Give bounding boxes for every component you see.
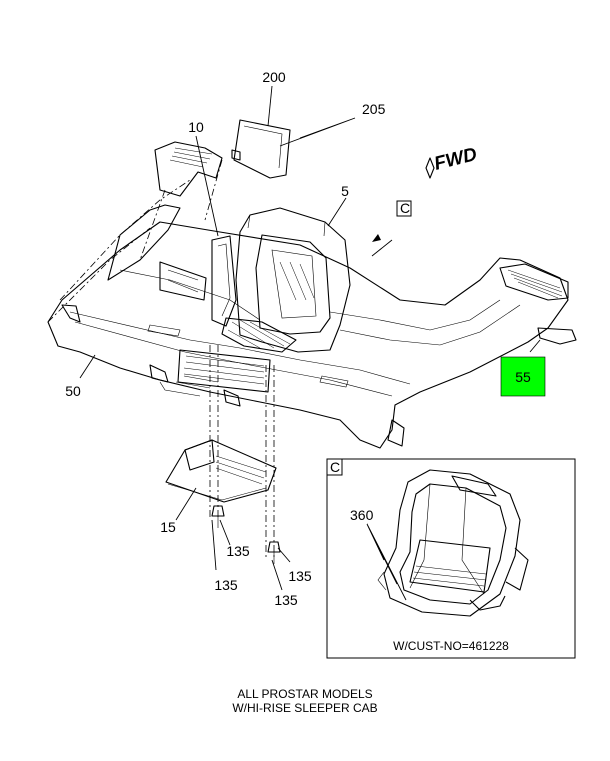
right-step-bracket <box>499 263 577 345</box>
callout-50: 50 <box>65 383 81 399</box>
callout-5: 5 <box>341 183 349 199</box>
callout-135-b: 135 <box>214 577 238 593</box>
callout-205: 205 <box>362 101 386 117</box>
fwd-indicator: FWD <box>425 144 479 179</box>
callout-labels: 200 205 10 5 50 15 135 135 135 135 <box>65 69 385 608</box>
callout-135-c: 135 <box>288 568 312 584</box>
highlight-box-55[interactable]: 55 <box>500 356 546 397</box>
callout-135-a: 135 <box>226 543 250 559</box>
callout-15: 15 <box>160 519 176 535</box>
diagram-caption: ALL PROSTAR MODELS W/HI-RISE SLEEPER CAB <box>232 687 377 715</box>
side-bracket-10 <box>159 235 237 327</box>
leader-lines <box>79 85 541 601</box>
inset-note: W/CUST-NO=461228 <box>393 639 509 653</box>
callout-135-d: 135 <box>274 592 298 608</box>
callout-360: 360 <box>350 507 374 523</box>
inset-c-label: C <box>330 459 340 475</box>
cover-panel-200 <box>231 119 291 179</box>
fasteners-135 <box>211 505 281 564</box>
callout-10: 10 <box>188 119 204 135</box>
callout-200: 200 <box>262 69 286 85</box>
step-tray-15 <box>165 439 277 503</box>
view-c-label: C <box>400 200 410 216</box>
inset-view-c: C 360 W/CUST-NO=461228 <box>326 458 576 659</box>
view-c-reference: C <box>372 200 412 242</box>
callout-55: 55 <box>515 369 531 385</box>
floor-grille <box>177 349 271 393</box>
seat-base-frame-5 <box>221 207 351 353</box>
inset-seat-frame <box>377 469 529 617</box>
caption-line-2: W/HI-RISE SLEEPER CAB <box>232 701 377 715</box>
left-step-bracket <box>47 141 223 323</box>
fwd-label: FWD <box>432 144 479 175</box>
caption-line-1: ALL PROSTAR MODELS <box>237 687 372 701</box>
projection-lines <box>139 159 275 560</box>
floor-trim-panel-50 <box>47 221 569 449</box>
